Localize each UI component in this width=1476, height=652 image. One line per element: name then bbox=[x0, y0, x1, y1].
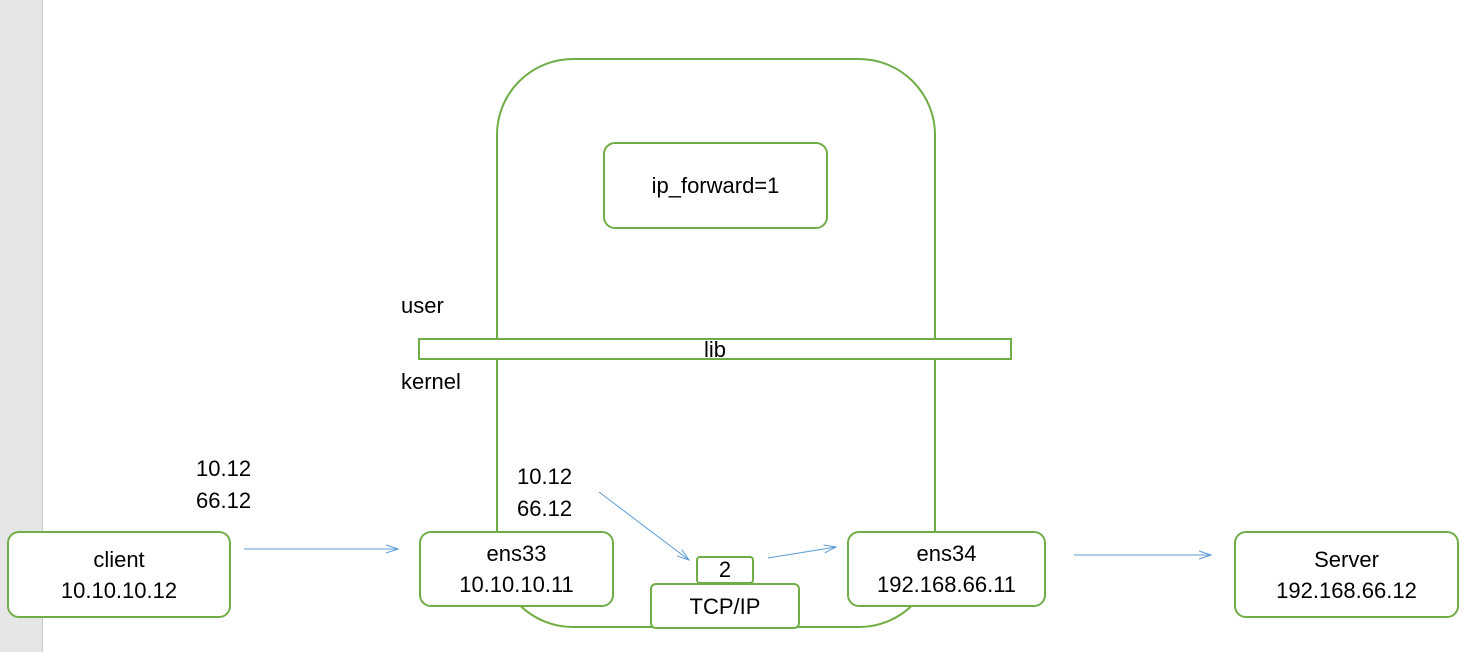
client-node: client 10.10.10.12 bbox=[7, 531, 231, 618]
ens33-interface: ens33 10.10.10.11 bbox=[419, 531, 614, 607]
packet-dst: 66.12 bbox=[517, 496, 573, 521]
ip-forward-box: ip_forward=1 bbox=[603, 142, 828, 229]
ens34-ip: 192.168.66.11 bbox=[876, 572, 1017, 597]
ens34-name: ens34 bbox=[916, 541, 977, 566]
client-name: client bbox=[93, 546, 145, 572]
lib-label: lib bbox=[703, 337, 726, 362]
packet-label-outside: 10.12 66.12 bbox=[196, 453, 251, 517]
user-space-label: user bbox=[401, 293, 444, 318]
ens33-ip: 10.10.10.11 bbox=[459, 572, 574, 597]
packet-src: 10.12 bbox=[196, 456, 252, 481]
server-node: Server 192.168.66.12 bbox=[1234, 531, 1459, 618]
ens33-name: ens33 bbox=[486, 541, 547, 566]
server-name: Server bbox=[1314, 546, 1379, 572]
server-ip: 192.168.66.12 bbox=[1276, 577, 1417, 603]
packet-dst: 66.12 bbox=[196, 488, 252, 513]
step-number: 2 bbox=[718, 557, 732, 582]
step-badge: 2 bbox=[696, 556, 754, 584]
tcpip-label: TCP/IP bbox=[689, 593, 761, 619]
packet-src: 10.12 bbox=[517, 464, 573, 489]
arrow-tcpip-to-ens34 bbox=[767, 547, 836, 559]
arrow-packet-to-tcpip bbox=[598, 491, 689, 560]
client-ip: 10.10.10.12 bbox=[60, 577, 178, 603]
tcpip-stack-box: TCP/IP bbox=[650, 583, 800, 629]
packet-label-inside: 10.12 66.12 bbox=[517, 461, 572, 525]
ens34-interface: ens34 192.168.66.11 bbox=[847, 531, 1046, 607]
lib-bar bbox=[418, 338, 1012, 360]
ip-forward-text: ip_forward=1 bbox=[651, 173, 780, 198]
kernel-space-label: kernel bbox=[401, 369, 461, 394]
